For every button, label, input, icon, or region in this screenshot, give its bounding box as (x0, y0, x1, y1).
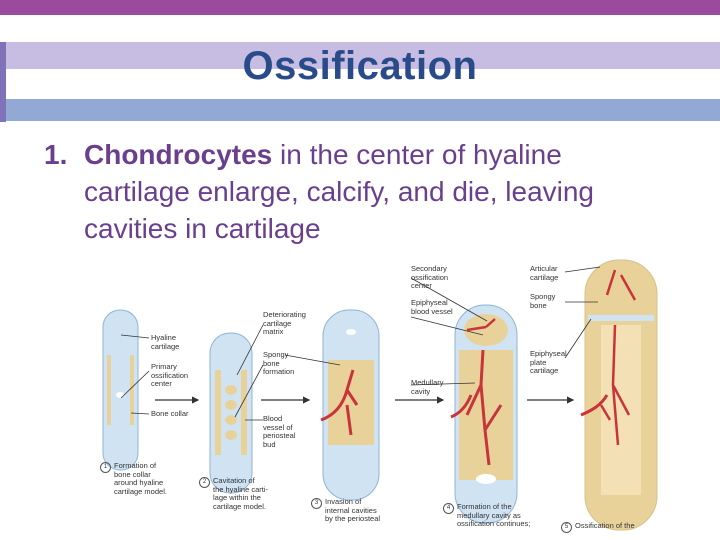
label-medullary-cavity: Medullary cavity (411, 378, 444, 396)
label-epiphyseal-vessel: Epiphyseal blood vessel (411, 298, 453, 316)
stage-2-bone-model (209, 332, 253, 494)
ossification-figure: Hyaline cartilage Primary ossification c… (95, 255, 675, 533)
label-deteriorating: Deteriorating cartilage matrix (263, 310, 306, 336)
pointer-lines (120, 266, 601, 421)
stage-3-bone-model (320, 309, 380, 501)
header-white-band (0, 15, 720, 42)
label-hyaline-cartilage: Hyaline cartilage (151, 333, 180, 351)
header-white-band-2 (0, 69, 720, 99)
stage-1-bone-model (102, 309, 139, 471)
point-keyword: Chondrocytes (84, 139, 273, 170)
label-spongy-formation: Spongy bone formation (263, 350, 295, 376)
header-lavender-band (0, 42, 720, 69)
stage-4-bone-model (450, 304, 518, 524)
label-primary-center: Primary ossification center (151, 362, 189, 388)
label-spongy-bone: Spongy bone (530, 292, 556, 310)
top-purple-band (0, 0, 720, 15)
ossification-diagram (95, 255, 675, 533)
slide-title: Ossification (242, 44, 478, 88)
label-articular-cartilage: Articular cartilage (530, 264, 559, 282)
figure-background (95, 255, 675, 533)
point-line3: cavities in cartilage (84, 213, 321, 244)
stage-5-bone-model (580, 259, 658, 531)
label-bone-collar: Bone collar (151, 409, 189, 418)
label-blood-vessel: Blood vessel of periosteal bud (263, 414, 296, 449)
point-line2: cartilage enlarge, calcify, and die, lea… (84, 176, 595, 207)
header-blue-band (0, 99, 720, 121)
point-number: 1. (44, 139, 68, 170)
label-secondary-center: Secondary ossification center (411, 264, 449, 290)
left-accent-rule (0, 42, 6, 122)
label-epiphyseal-plate: Epiphyseal plate cartilage (530, 349, 567, 375)
bullet-point: 1.Chondrocytes in the center of hyaline … (44, 136, 684, 247)
point-line1: in the center of hyaline (272, 139, 562, 170)
